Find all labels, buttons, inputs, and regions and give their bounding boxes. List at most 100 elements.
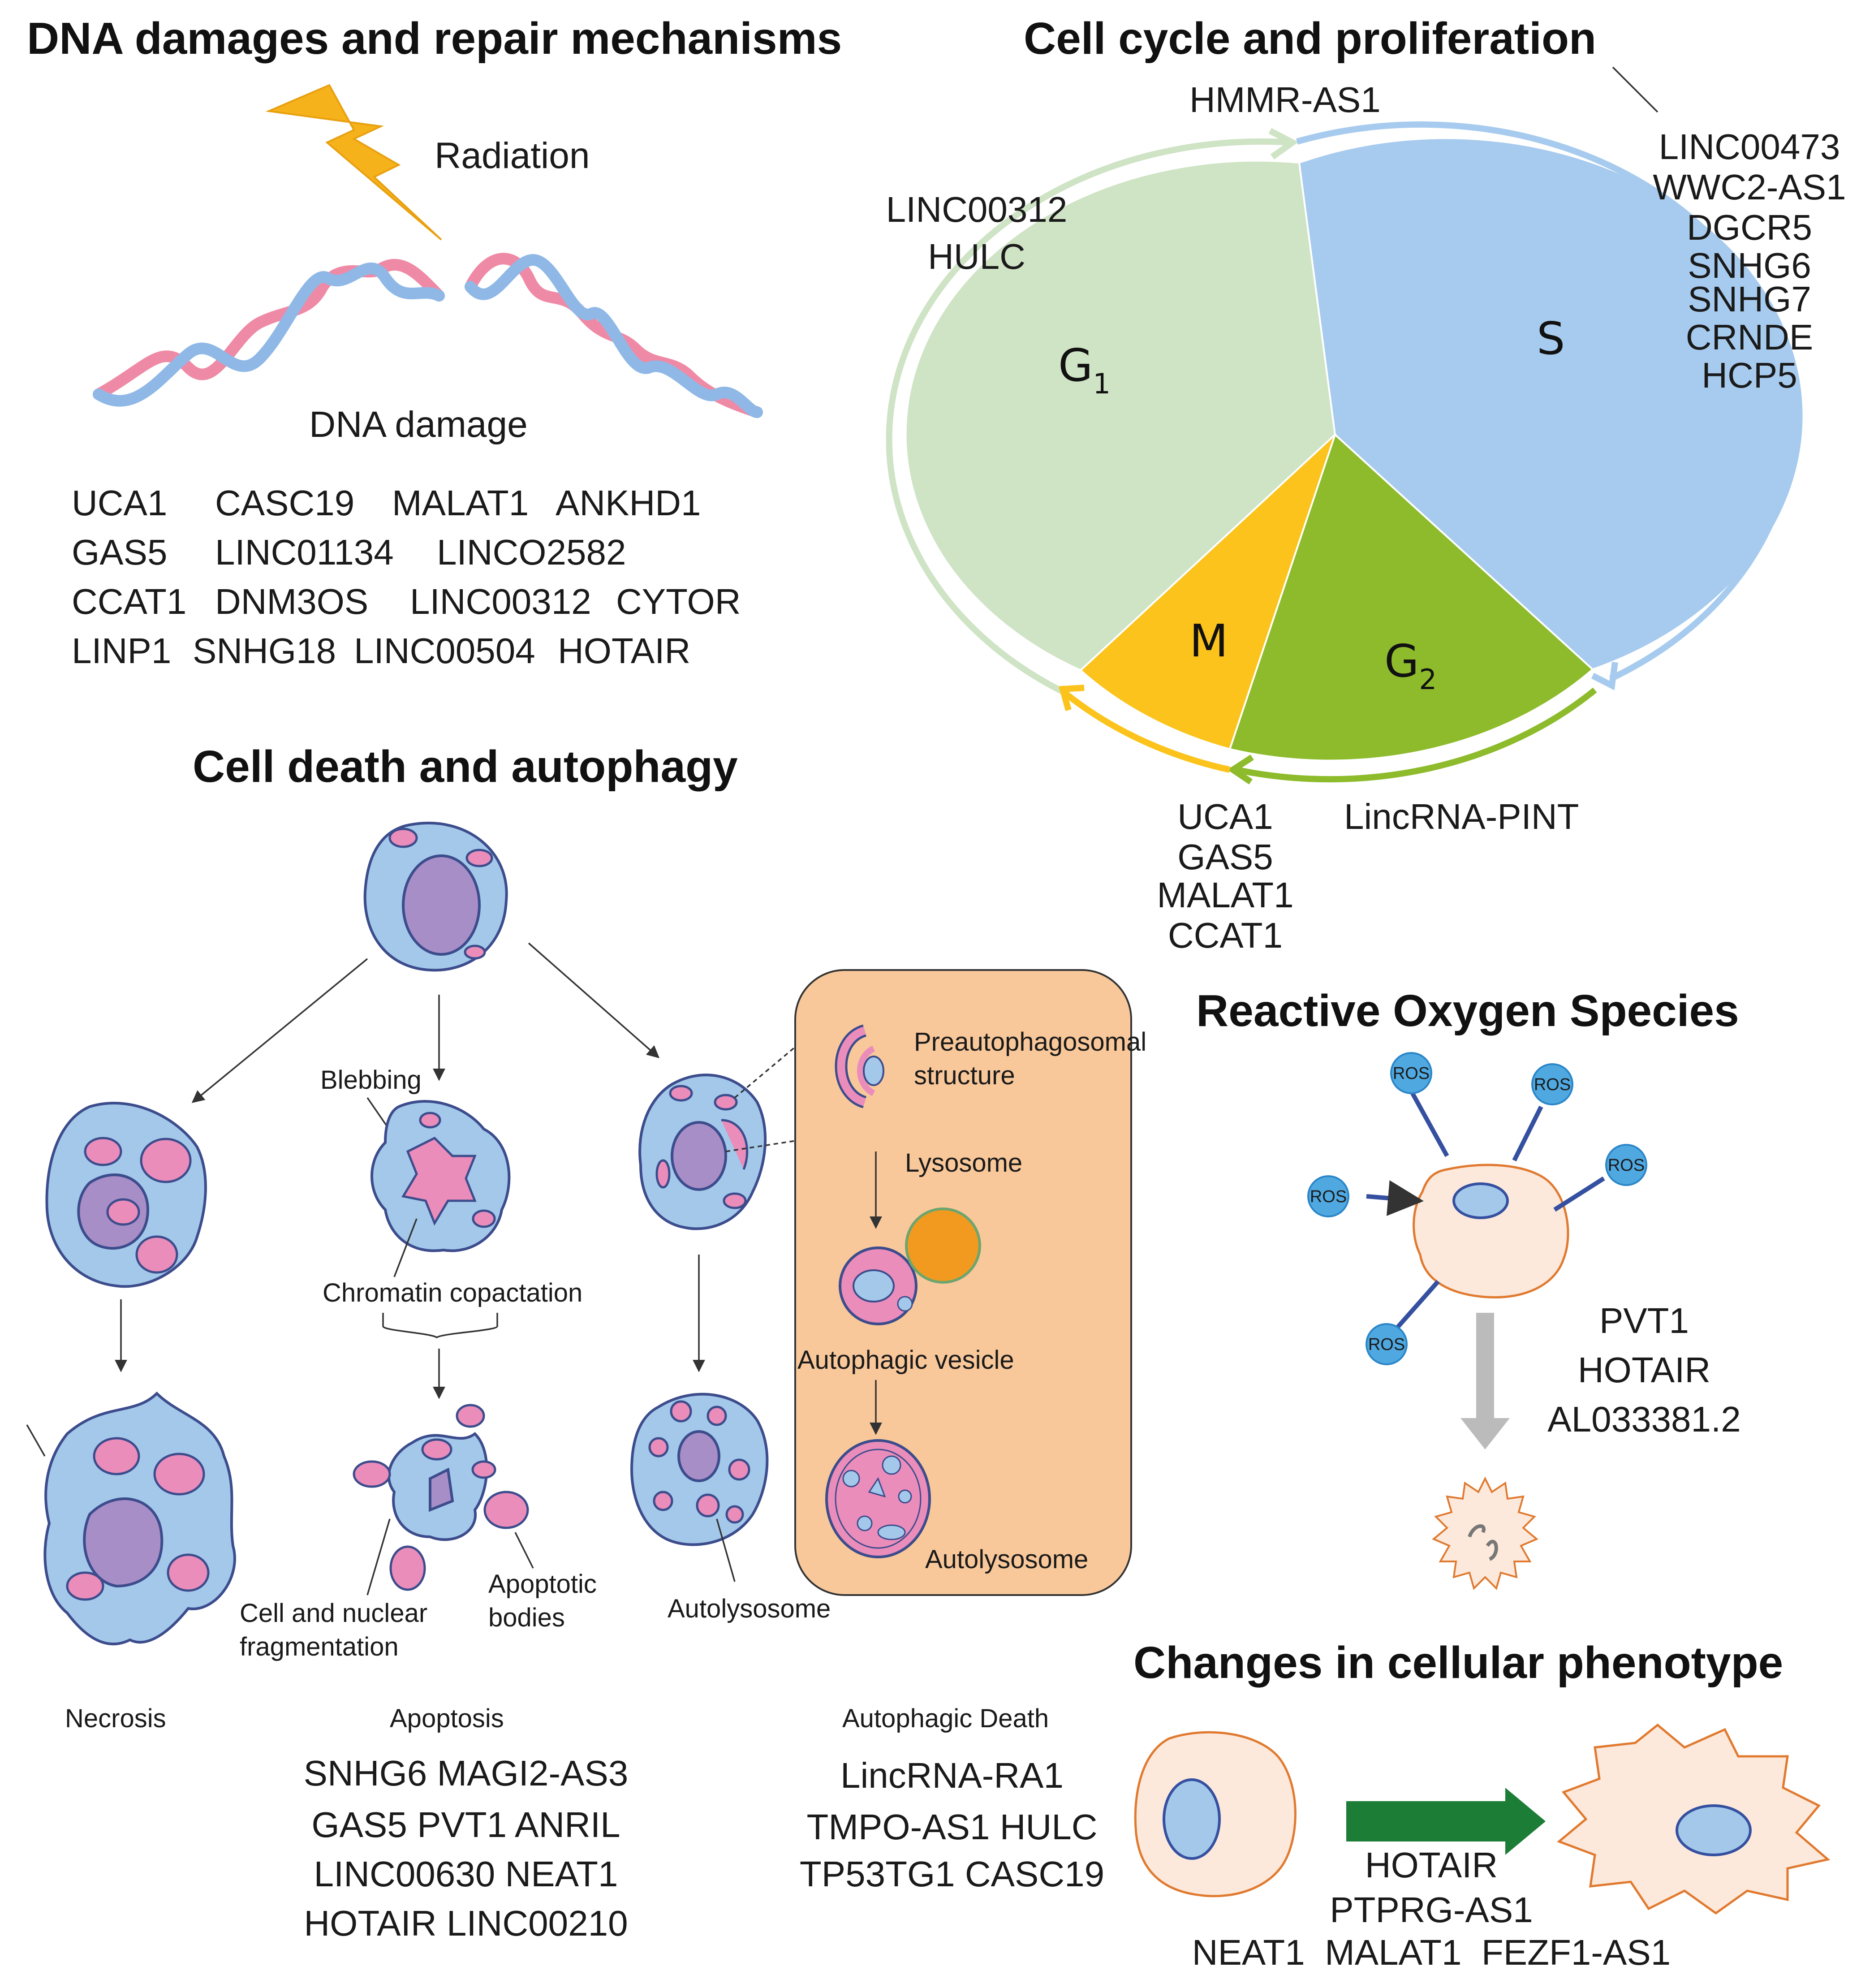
autophagic-death-label: Autophagic Death xyxy=(842,1704,1049,1733)
gene-label: CCAT1 xyxy=(1168,915,1283,955)
necrosis-cell-swollen-icon xyxy=(45,1102,207,1288)
gene-row: GAS5 PVT1 ANRIL xyxy=(311,1805,620,1845)
gene-label: MALAT1 xyxy=(1157,875,1293,915)
g2-arc-arrowhead xyxy=(1227,755,1254,785)
phase-m-segment xyxy=(1079,434,1336,750)
blebbing-label: Blebbing xyxy=(320,1065,422,1095)
gene-label: ANKHD1 xyxy=(556,483,701,523)
gene-label: GAS5 xyxy=(72,532,167,572)
gene-label: GAS5 xyxy=(1177,837,1273,877)
gene-label: LINC00473 xyxy=(1659,127,1840,167)
gene-label: HOTAIR xyxy=(1578,1350,1710,1390)
rupture-pointer xyxy=(26,1424,46,1457)
ros-gene-list: PVT1 HOTAIR AL033381.2 xyxy=(1547,1301,1741,1439)
gene-label: SNHG7 xyxy=(1688,279,1811,319)
apoptosis-label: Apoptosis xyxy=(390,1704,504,1733)
preautophagosomal-label-2: structure xyxy=(914,1061,1015,1090)
ros-bubble-label: ROS xyxy=(1310,1187,1347,1206)
preautophagosomal-label-1: Preautophagosomal xyxy=(914,1027,1146,1057)
ros-bubble-2: ROS xyxy=(1531,1063,1573,1105)
gene-label: UCA1 xyxy=(72,483,167,523)
lysosome-label: Lysosome xyxy=(905,1148,1022,1177)
cycle-section-title: Cell cycle and proliferation xyxy=(1024,13,1596,64)
ros-cell-icon xyxy=(1413,1164,1569,1299)
gene-row: TMPO-AS1 HULC xyxy=(807,1807,1098,1847)
fragmentation-pointer xyxy=(366,1518,391,1596)
preautophagosomal-icon xyxy=(835,1024,884,1108)
lysosome-vesicle-icon xyxy=(839,1207,981,1325)
phenotype-section-title: Changes in cellular phenotype xyxy=(1133,1638,1783,1688)
chromatin-brace xyxy=(382,1313,498,1339)
dna-gene-list: UCA1 CASC19 MALAT1 ANKHD1 GAS5 LINC01134… xyxy=(72,483,741,671)
phase-g2-label: G2 xyxy=(1384,635,1437,696)
cycle-bottom-right-gene: LincRNA-PINT xyxy=(1344,797,1579,837)
inset-autolysosome-label: Autolysosome xyxy=(925,1545,1088,1574)
necrosis-cell-ruptured-icon xyxy=(26,1391,236,1646)
ros-bubble-label: ROS xyxy=(1393,1064,1430,1083)
autolysosome-pointer xyxy=(716,1518,736,1582)
m-arc xyxy=(1062,690,1231,773)
gene-label: CYTOR xyxy=(616,582,741,621)
ros-bubble-3: ROS xyxy=(1605,1144,1647,1186)
s-arc xyxy=(1296,121,1796,682)
gene-row: LINC00630 NEAT1 xyxy=(314,1854,618,1894)
gene-label: CRNDE xyxy=(1686,317,1813,357)
necrosis-label: Necrosis xyxy=(65,1704,166,1733)
gene-row: TP53TG1 CASC19 xyxy=(800,1854,1104,1894)
gene-label: MALAT1 xyxy=(392,483,529,523)
dna-section-title: DNA damages and repair mechanisms xyxy=(27,13,842,64)
apoptotic-bodies-label-2: bodies xyxy=(488,1603,565,1632)
phenotype-section: Changes in cellular phenotype HOTAIR PTP… xyxy=(1133,1638,1831,1972)
ros-bubble-5: ROS xyxy=(1366,1323,1408,1365)
s-arc-arrowhead xyxy=(1591,662,1618,690)
autophagy-inset-box xyxy=(794,969,1132,1596)
gene-label: CCAT1 xyxy=(72,582,186,621)
gene-label: HOTAIR xyxy=(558,631,690,671)
gene-label: LINC00504 xyxy=(354,631,535,671)
g2-arc xyxy=(1236,687,1597,783)
ros-section: Reactive Oxygen Species ROS ROS ROS ROS xyxy=(1196,986,1741,1590)
death-section: Cell death and autophagy xyxy=(26,742,1146,1943)
chromatin-label: Chromatin copactation xyxy=(323,1278,582,1307)
gene-label: LINP1 xyxy=(72,631,171,671)
gene-label: SNHG18 xyxy=(193,631,336,671)
autophagic-gene-list: LincRNA-RA1 TMPO-AS1 HULC TP53TG1 CASC19 xyxy=(800,1755,1104,1894)
apoptosis-blebbing-cell-icon xyxy=(370,1100,511,1252)
ros-bubble-icon xyxy=(1531,1063,1573,1105)
radiation-label: Radiation xyxy=(435,135,590,176)
gene-label: HCP5 xyxy=(1702,355,1797,395)
gene-label: LINCO2582 xyxy=(437,532,626,572)
ros-arrow xyxy=(1366,1180,1424,1216)
inset-autolysosome-icon xyxy=(825,1439,931,1558)
ros-bubble-icon xyxy=(1366,1323,1408,1365)
phenotype-gene-list: HOTAIR PTPRG-AS1 NEAT1 MALAT1 FEZF1-AS1 xyxy=(1192,1845,1671,1972)
gene-row: HOTAIR LINC00210 xyxy=(304,1903,628,1943)
gene-row: SNHG6 MAGI2-AS3 xyxy=(304,1753,629,1793)
apoptosis-gene-list: SNHG6 MAGI2-AS3 GAS5 PVT1 ANRIL LINC0063… xyxy=(304,1753,629,1943)
cycle-left-genes: LINC00312 HULC xyxy=(886,190,1068,276)
dna-helix-icon xyxy=(93,253,763,418)
ros-bubble-label: ROS xyxy=(1534,1075,1571,1094)
lightning-icon xyxy=(265,84,442,241)
fragmentation-label-2: fragmentation xyxy=(240,1632,399,1661)
bodies-pointer xyxy=(514,1532,534,1569)
autophagic-vesicle-label: Autophagic vesicle xyxy=(797,1345,1014,1375)
g1-arc xyxy=(886,138,1291,695)
phenotype-green-arrow xyxy=(1346,1788,1546,1855)
autolysosome-label: Autolysosome xyxy=(668,1594,831,1623)
dna-damage-label: DNA damage xyxy=(309,404,528,445)
ros-bonds xyxy=(1385,1090,1605,1341)
cycle-top-gene: HMMR-AS1 xyxy=(1189,80,1381,120)
ros-bubble-icon xyxy=(1307,1175,1349,1217)
ros-bubble-icon xyxy=(1605,1144,1647,1186)
gene-label: PVT1 xyxy=(1599,1301,1689,1341)
gene-label: WWC2-AS1 xyxy=(1653,167,1846,207)
ros-bubble-1: ROS xyxy=(1390,1052,1432,1094)
gene-row: LincRNA-RA1 xyxy=(840,1755,1064,1795)
phase-m-label: M xyxy=(1189,615,1228,667)
gene-label: CASC19 xyxy=(215,483,354,523)
ros-bubble-icon xyxy=(1390,1052,1432,1094)
phase-g1-label: G1 xyxy=(1058,339,1111,400)
g1-arc-arrowhead xyxy=(1268,128,1299,160)
gene-label: NEAT1 MALAT1 FEZF1-AS1 xyxy=(1192,1932,1671,1972)
